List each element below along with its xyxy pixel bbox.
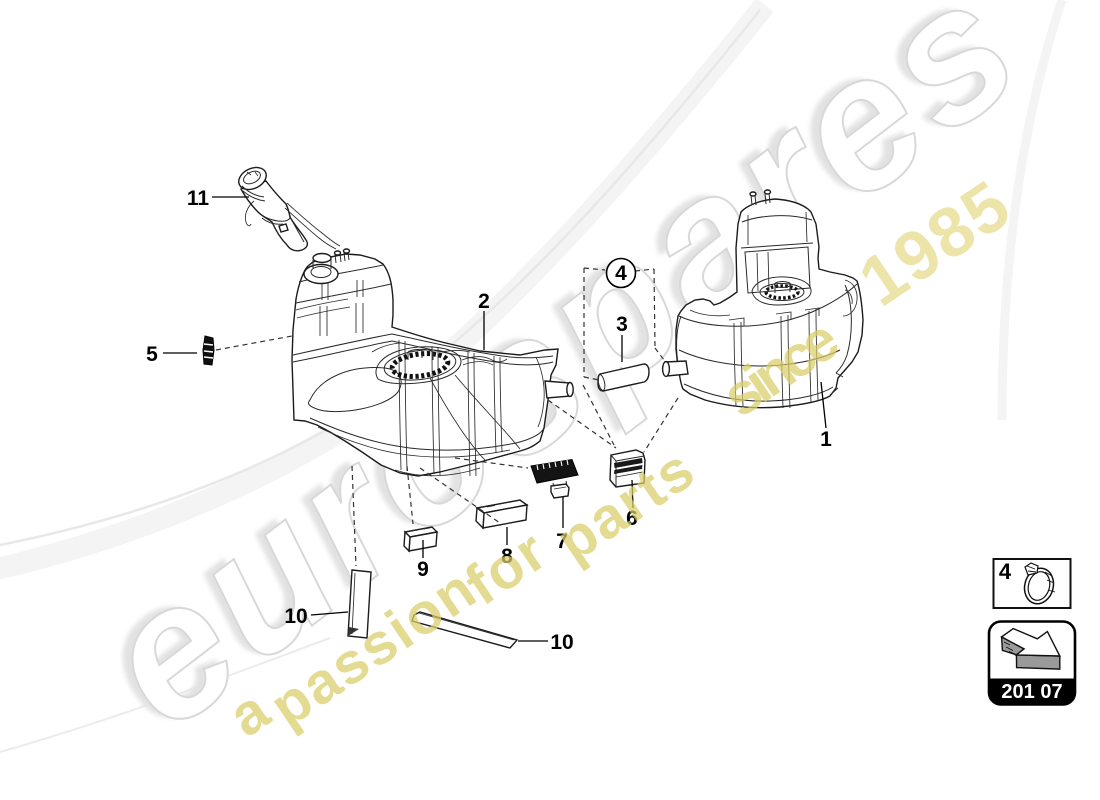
svg-text:4: 4: [999, 559, 1012, 584]
svg-text:5: 5: [146, 343, 158, 366]
svg-text:201 07: 201 07: [1001, 681, 1062, 703]
svg-text:2: 2: [478, 290, 490, 313]
svg-text:7: 7: [556, 530, 568, 553]
svg-text:3: 3: [616, 313, 628, 336]
svg-text:11: 11: [187, 187, 210, 210]
svg-text:10: 10: [284, 605, 307, 628]
svg-text:8: 8: [501, 545, 513, 568]
svg-text:1: 1: [820, 428, 832, 451]
svg-text:6: 6: [626, 507, 638, 530]
svg-text:9: 9: [417, 558, 429, 581]
svg-text:4: 4: [615, 262, 627, 285]
svg-text:10: 10: [550, 631, 573, 654]
